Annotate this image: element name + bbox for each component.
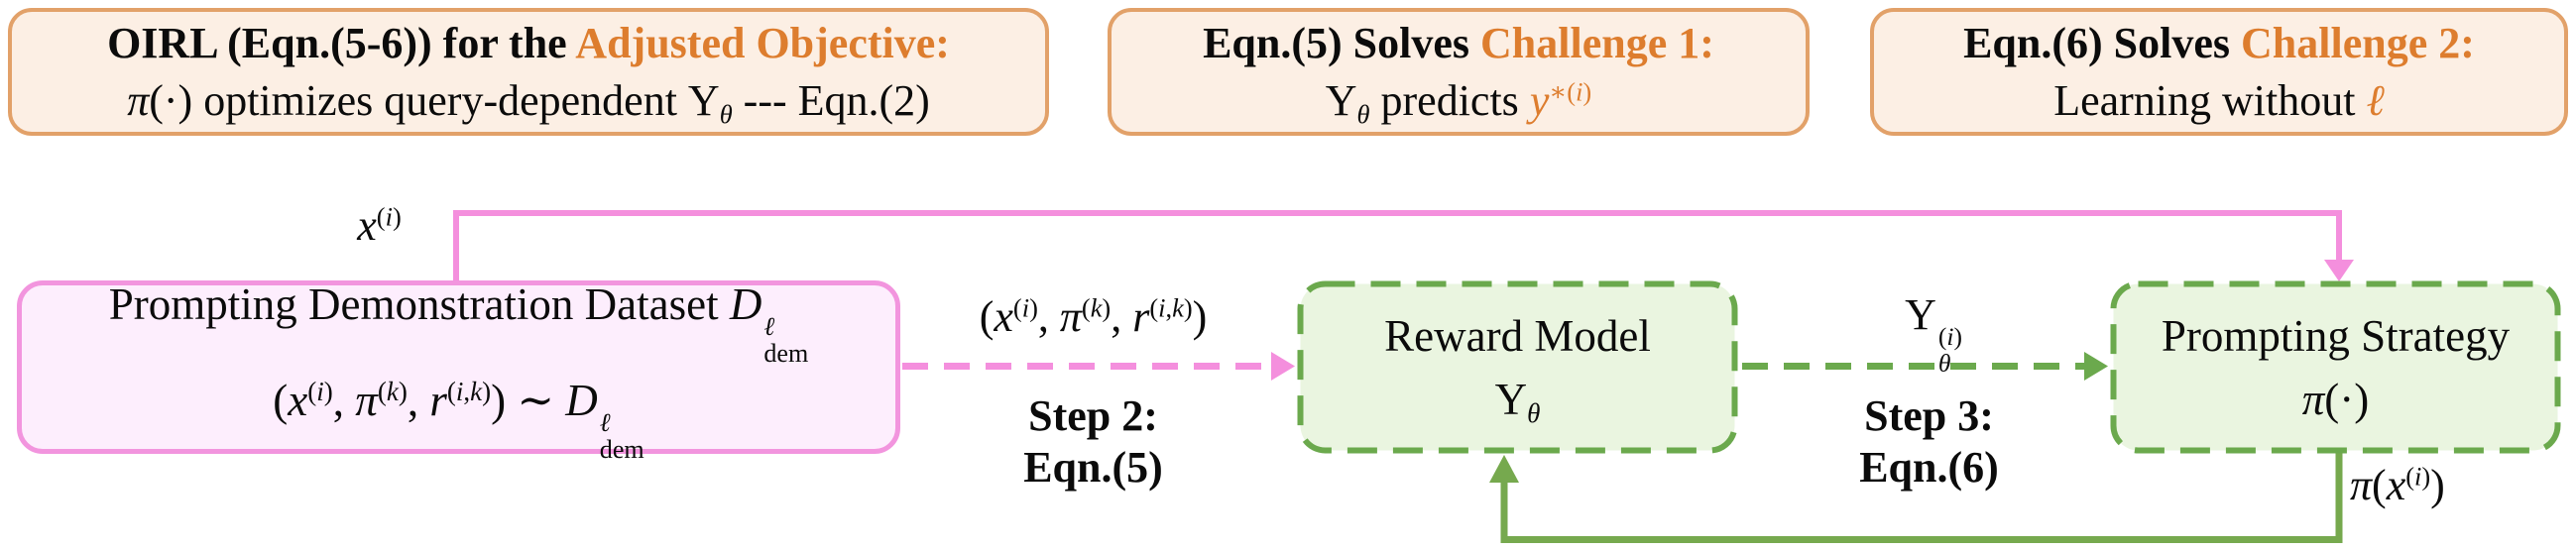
feedback-loop-line xyxy=(1500,453,2343,543)
challenge-1-detail: Υθ predicts y∗(i) xyxy=(1325,75,1592,129)
top-box-adjusted-objective: OIRL (Eqn.(5-6)) for the Adjusted Object… xyxy=(8,8,1049,136)
challenge-1-title: Eqn.(5) Solves Challenge 1: xyxy=(1203,18,1714,67)
tuple-label: (x(i), π(k), r(i,k)) xyxy=(979,292,1208,341)
reward-model-border xyxy=(1297,280,1738,454)
feedback-arrowhead-up xyxy=(1489,455,1519,483)
reward-model-title: Reward Model xyxy=(1384,310,1651,361)
step2-line2: Eqn.(5) xyxy=(1023,443,1163,492)
prompting-strategy-symbol: π(·) xyxy=(2301,374,2370,424)
step2-arrowhead-right xyxy=(1271,352,1295,381)
step2-line1: Step 2: xyxy=(1028,391,1158,440)
prompting-strategy-border xyxy=(2110,280,2561,454)
step3-line2: Eqn.(6) xyxy=(1859,443,1999,492)
challenge-2-title: Eqn.(6) Solves Challenge 2: xyxy=(1963,18,2475,67)
step3-label: Step 3: Eqn.(6) xyxy=(1822,390,2036,494)
adjusted-objective-detail: π(·) optimizes query-dependent Υθ --- Eq… xyxy=(127,75,930,129)
strategy-output-label: π(x(i)) xyxy=(2350,461,2445,509)
top-box-challenge-2: Eqn.(6) Solves Challenge 2: Learning wit… xyxy=(1870,8,2568,136)
reward-output-label: Υ(i)θ xyxy=(1905,290,1962,378)
x-i-arrowhead-down xyxy=(2324,260,2354,281)
prompting-strategy-title: Prompting Strategy xyxy=(2161,310,2511,361)
step2-label: Step 2: Eqn.(5) xyxy=(987,390,1200,494)
reward-model-box: Reward Model Υθ xyxy=(1297,280,1738,454)
reward-model-symbol: Υθ xyxy=(1494,374,1541,428)
prompting-strategy-box: Prompting Strategy π(·) xyxy=(2110,280,2561,454)
challenge-2-detail: Learning without ℓ xyxy=(2053,75,2385,125)
adjusted-objective-title: OIRL (Eqn.(5-6)) for the Adjusted Object… xyxy=(107,18,950,67)
query-input-label: x(i) xyxy=(357,201,402,250)
x-i-connector-line xyxy=(453,210,2342,280)
step3-line1: Step 3: xyxy=(1864,391,1994,440)
step3-arrowhead-right xyxy=(2084,352,2108,381)
top-box-challenge-1: Eqn.(5) Solves Challenge 1: Υθ predicts … xyxy=(1108,8,1810,136)
